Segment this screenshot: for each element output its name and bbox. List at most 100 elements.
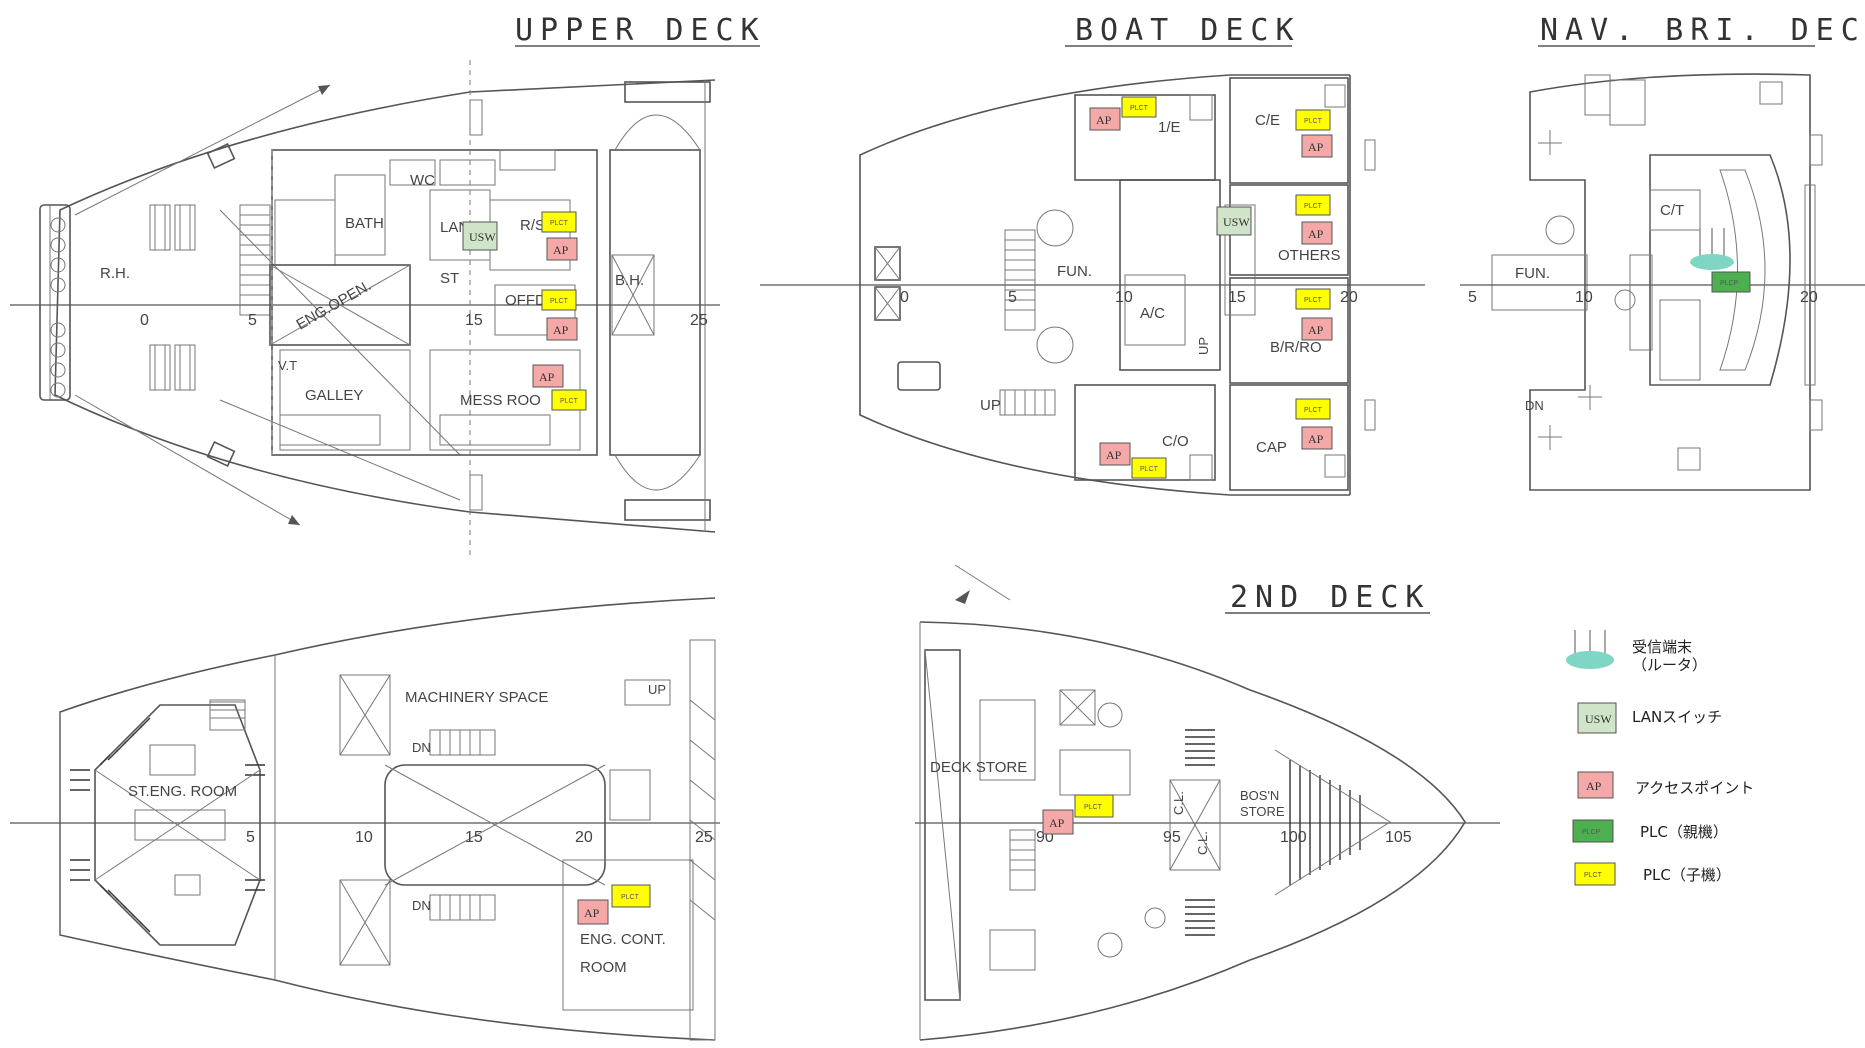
svg-text:PLCT: PLCT (560, 398, 579, 405)
room-bosn-store: STORE (1240, 804, 1285, 819)
room-1e: 1/E (1158, 119, 1181, 136)
boat-frame-0: 0 (900, 289, 909, 306)
boat-stair-up-2: UP (1196, 337, 1211, 355)
mach-frame-20: 20 (575, 829, 593, 846)
upper-deck-title: UPPER DECK (515, 13, 766, 48)
router-nav (1690, 228, 1734, 270)
legend-lan-switch-label: LANスイッチ (1632, 708, 1722, 726)
svg-text:PLCT: PLCT (1140, 466, 1159, 473)
boat-deck-title: BOAT DECK (1075, 13, 1301, 48)
access-point-upper-3: AP (532, 364, 564, 388)
plc-child-boat-2: PLCT (1295, 109, 1331, 131)
svg-text:AP: AP (1586, 779, 1602, 793)
second-frame-100: 100 (1280, 829, 1307, 846)
room-ce: C/E (1255, 112, 1280, 129)
access-point-icon: AP (1577, 771, 1614, 799)
boat-frame-15: 15 (1228, 289, 1246, 306)
svg-text:AP: AP (1308, 432, 1324, 446)
mach-frame-5: 5 (246, 829, 255, 846)
plc-parent-nav: PLCP (1711, 271, 1751, 293)
room-galley: GALLEY (305, 387, 363, 404)
mach-frame-25: 25 (695, 829, 713, 846)
room-cap: CAP (1256, 439, 1287, 456)
second-frame-95: 95 (1163, 829, 1181, 846)
lan-switch-upper: USW (462, 221, 498, 251)
svg-text:USW: USW (1585, 712, 1612, 726)
lan-switch-icon: USW (1577, 702, 1617, 734)
nav-deck-outline (1529, 73, 1811, 491)
room-rh: R.H. (100, 265, 130, 282)
upper-deck-plan: UPPER DECK (10, 13, 766, 560)
access-point-boat-2: AP (1301, 134, 1333, 158)
nav-bridge-deck-plan: NAV. BRI. DECK C/T FUN. DN 5 10 20 (1460, 13, 1865, 491)
legend-ap-label: アクセスポイント (1635, 779, 1754, 797)
second-deck-title: 2ND DECK (1230, 580, 1431, 615)
upper-frame-0: 0 (140, 312, 149, 329)
machinery-stair-dn-2: DN (412, 898, 431, 913)
room-deck-store: DECK STORE (930, 759, 1027, 776)
access-point-second: AP (1042, 809, 1074, 835)
plc-parent-icon: PLCP (1572, 819, 1614, 843)
room-eng-cont: ENG. CONT. (580, 931, 666, 948)
svg-text:USW: USW (469, 230, 496, 244)
access-point-upper-2: AP (546, 317, 578, 341)
room-bosn: BOS'N (1240, 788, 1279, 803)
access-point-upper-1: AP (546, 237, 578, 261)
plc-child-icon: PLCT (1574, 862, 1616, 886)
access-point-boat-5: AP (1301, 426, 1333, 450)
svg-text:AP: AP (1106, 448, 1122, 462)
upper-frame-15: 15 (465, 312, 483, 329)
room-others: OTHERS (1278, 247, 1341, 264)
legend-router-label: 受信端末 (1632, 638, 1692, 656)
plc-child-upper-2: PLCT (541, 289, 577, 311)
room-offd: OFFD (505, 292, 546, 309)
boat-frame-5: 5 (1008, 289, 1017, 306)
svg-text:AP: AP (539, 370, 555, 384)
access-point-boat-6: AP (1099, 442, 1131, 466)
nav-stair-dn: DN (1525, 398, 1544, 413)
nav-frame-20: 20 (1800, 289, 1818, 306)
upper-frame-5: 5 (248, 312, 257, 329)
svg-text:AP: AP (553, 243, 569, 257)
lan-switch-boat: USW (1216, 206, 1252, 236)
svg-text:PLCT: PLCT (1584, 872, 1603, 879)
room-vt: V.T (278, 358, 297, 373)
boat-frame-10: 10 (1115, 289, 1133, 306)
second-deck-hull (919, 621, 1466, 1041)
plc-child-machinery: PLCT (611, 884, 651, 908)
access-point-machinery: AP (577, 899, 609, 925)
boat-frame-20: 20 (1340, 289, 1358, 306)
machinery-stair-up: UP (648, 682, 666, 697)
room-wc: WC (410, 172, 435, 189)
room-rs: R/S (520, 217, 545, 234)
room-machinery-space: MACHINERY SPACE (405, 689, 548, 706)
plc-child-upper-1: PLCT (541, 211, 577, 233)
room-cl-1: C.L. (1171, 791, 1186, 815)
room-ct: C/T (1660, 202, 1684, 219)
svg-text:PLCT: PLCT (1304, 203, 1323, 210)
upper-deck-hull (54, 79, 716, 533)
room-mess: MESS ROO (460, 392, 541, 409)
svg-text:PLCT: PLCT (1084, 804, 1103, 811)
svg-text:PLCT: PLCT (550, 220, 569, 227)
svg-text:AP: AP (584, 906, 600, 920)
plc-child-boat-6: PLCT (1131, 457, 1167, 479)
plc-child-boat-3: PLCT (1295, 194, 1331, 216)
room-eng-cont-2: ROOM (580, 959, 627, 976)
svg-text:PLCT: PLCT (1304, 118, 1323, 125)
svg-text:AP: AP (553, 323, 569, 337)
plc-child-boat-5: PLCT (1295, 398, 1331, 420)
router-icon (1566, 630, 1614, 669)
plc-child-upper-3: PLCT (551, 389, 587, 411)
plc-child-second: PLCT (1074, 794, 1114, 818)
room-fun-boat: FUN. (1057, 263, 1092, 280)
room-fun-nav: FUN. (1515, 265, 1550, 282)
room-lan: LAN (440, 219, 469, 236)
room-bath: BATH (345, 215, 384, 232)
machinery-deck-plan: MACHINERY SPACE ST.ENG. ROOM ENG. CONT. … (10, 597, 720, 1041)
access-point-boat-3: AP (1301, 221, 1333, 245)
room-st-eng: ST.ENG. ROOM (128, 783, 237, 800)
svg-text:USW: USW (1223, 215, 1250, 229)
room-bh: B.H. (615, 272, 644, 289)
svg-text:AP: AP (1308, 227, 1324, 241)
